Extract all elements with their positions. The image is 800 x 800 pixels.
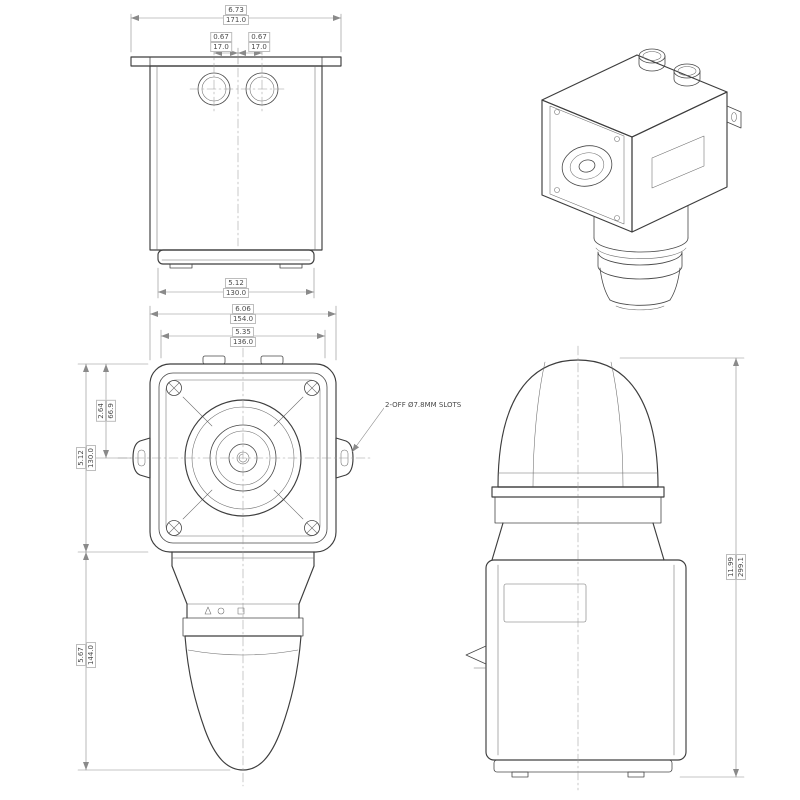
note-slots: 2-OFF Ø7.8MM SLOTS [384,401,463,409]
front-flange [130,56,342,67]
dim-value-mm: 144.0 [86,641,96,669]
dim-value-mm: 66.9 [106,400,116,422]
dim-value-inch: 6.73 [225,5,247,15]
note-leader-line [351,407,385,453]
dim-front-gland-left: 0.67 17.0 [210,32,232,52]
iso-mounting-tab [726,105,742,129]
dim-bottom-body-height: 5.12 130.0 [76,444,96,472]
bottom-dimensions [77,305,385,771]
bottom-view [77,305,385,787]
ear-left [132,437,151,479]
corner-screws [166,380,320,536]
dim-value-mm: 17.0 [210,42,232,52]
side-mounting-tab [465,645,487,665]
iso-box-front-face [541,99,633,233]
dim-bottom-overall-width: 6.06 154.0 [229,304,257,324]
dim-value-mm: 130.0 [222,288,250,298]
dim-value-mm: 299.1 [736,553,746,581]
cert-triangle-mark [204,606,212,615]
dim-bottom-horn-height: 5.67 144.0 [76,641,96,669]
dim-value-inch: 0.67 [210,32,232,42]
front-body [149,65,323,251]
dim-front-overall-width: 6.73 171.0 [222,5,250,25]
iso-box-top-face [541,54,728,138]
dim-value-inch: 11.99 [726,553,736,581]
dim-value-inch: 5.67 [76,644,86,666]
dim-front-gland-right: 0.67 17.0 [248,32,270,52]
dim-value-inch: 5.12 [225,278,247,288]
side-label-plate [503,583,587,623]
dim-value-inch: 6.06 [232,304,254,314]
dim-bottom-inner-width: 5.35 136.0 [229,327,257,347]
dim-value-mm: 171.0 [222,15,250,25]
side-view [465,345,745,791]
isometric-view [541,48,742,311]
front-base [157,249,315,265]
dim-value-mm: 154.0 [229,314,257,324]
iso-sounder [593,205,689,311]
iso-horn [561,145,613,187]
dim-value-inch: 0.67 [248,32,270,42]
dim-side-overall-height: 11.99 299.1 [726,553,746,581]
iso-label-plate [651,135,705,189]
dim-value-inch: 2.64 [96,400,106,422]
dim-front-body-width: 5.12 130.0 [222,278,250,298]
front-view [130,13,342,299]
dim-value-inch: 5.35 [232,327,254,337]
dim-value-mm: 130.0 [86,444,96,472]
cert-square-mark [237,607,245,615]
dim-bottom-slot-offset: 2.64 66.9 [96,400,116,422]
iso-glands [638,48,701,87]
cert-circle-mark [217,607,225,615]
dim-value-mm: 17.0 [248,42,270,52]
dim-value-mm: 136.0 [229,337,257,347]
dim-value-inch: 5.12 [76,447,86,469]
iso-box-right-face [631,91,728,233]
